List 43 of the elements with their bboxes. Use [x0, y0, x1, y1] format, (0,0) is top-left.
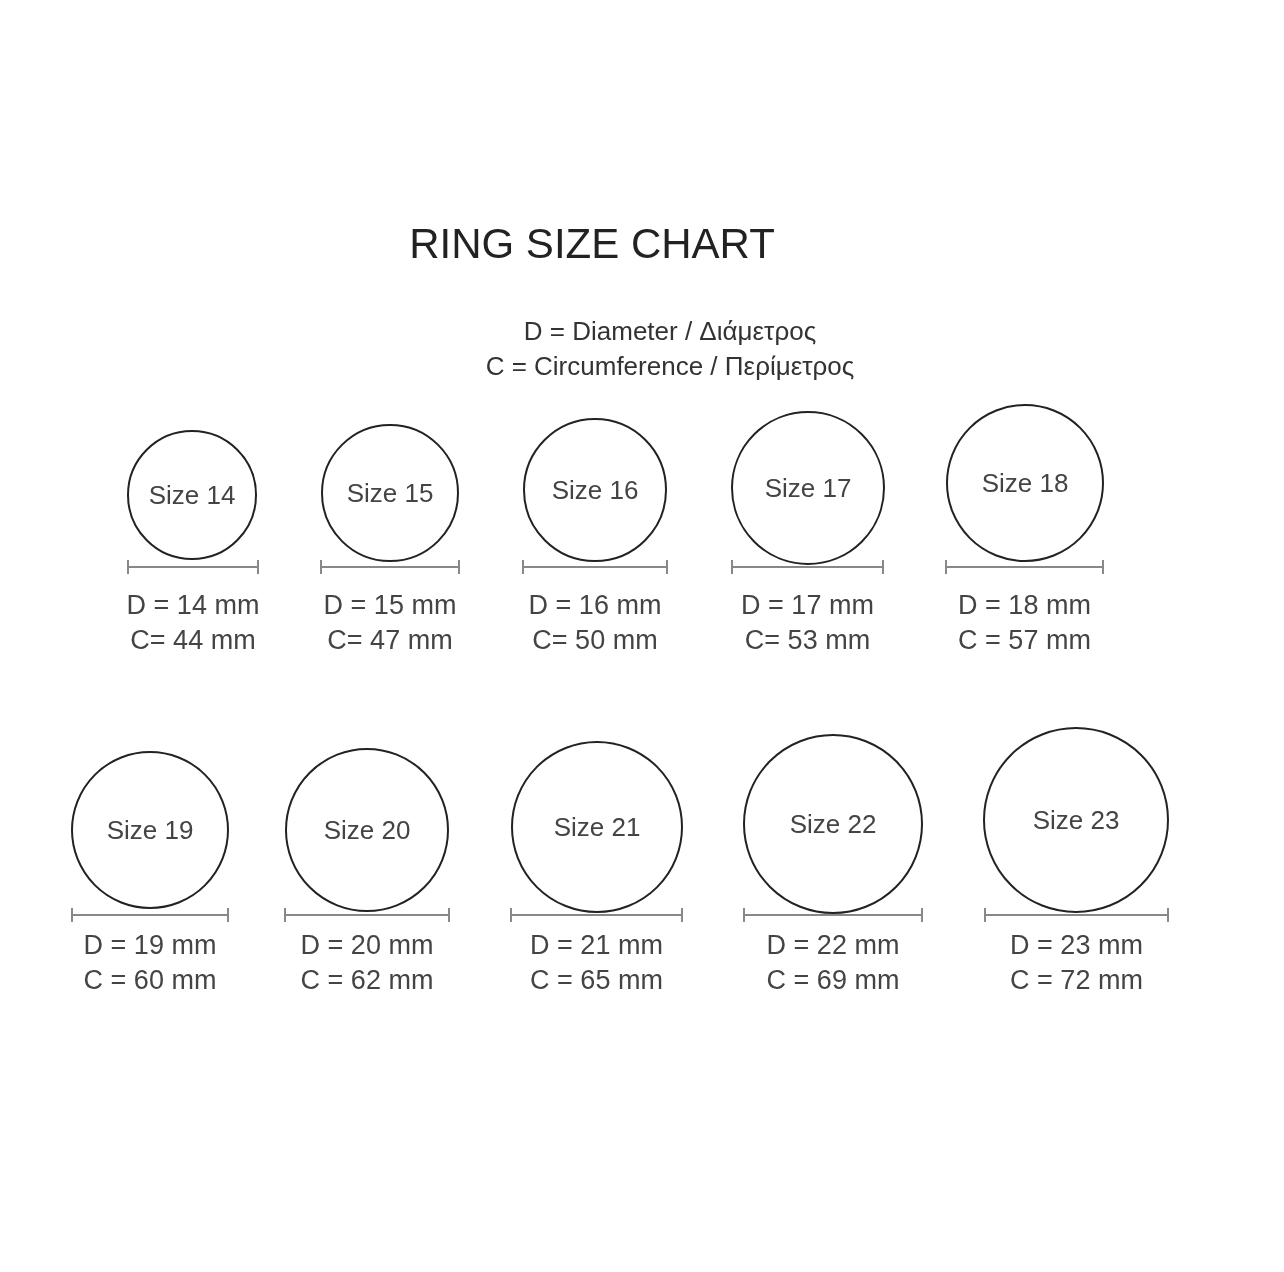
- size-label: Size 17: [764, 472, 852, 504]
- measurement-text: D = 16 mm: [528, 590, 662, 621]
- measurement-text: D = 17 mm: [741, 590, 874, 621]
- size-label: Size 15: [346, 477, 434, 509]
- size-label: Size 20: [323, 814, 411, 846]
- ring-circle: [731, 411, 885, 565]
- size-label: Size 22: [789, 808, 877, 840]
- measurement-text: C = 65 mm: [530, 965, 663, 996]
- size-label: Size 19: [106, 814, 194, 846]
- chart-title: RING SIZE CHART: [408, 220, 776, 268]
- size-label: Size 16: [551, 474, 639, 506]
- measurement-text: D = 20 mm: [300, 930, 434, 961]
- ring-circle: [285, 748, 449, 912]
- measurement-text: D = 15 mm: [323, 590, 457, 621]
- measurement-text: D = 21 mm: [530, 930, 663, 961]
- size-label: Size 21: [553, 811, 641, 843]
- measurement-text: D = 22 mm: [766, 930, 900, 961]
- measurement-text: C = 60 mm: [83, 965, 217, 996]
- ring-circle: [983, 727, 1169, 913]
- measurement-text: C = 62 mm: [300, 965, 434, 996]
- ring-circle: [71, 751, 229, 909]
- size-label: Size 18: [981, 467, 1069, 499]
- ring-circle: [321, 424, 459, 562]
- measurement-text: C= 50 mm: [532, 625, 658, 656]
- measurement-text: C= 53 mm: [744, 625, 871, 656]
- legend-note: D = Diameter / Διάμετρος: [522, 316, 818, 347]
- measurement-text: D = 19 mm: [83, 930, 217, 961]
- measurement-text: D = 14 mm: [126, 590, 260, 621]
- measurement-text: C = 57 mm: [958, 625, 1091, 656]
- measurement-text: D = 18 mm: [958, 590, 1091, 621]
- measurement-text: C = 69 mm: [766, 965, 900, 996]
- ring-circle: [743, 734, 923, 914]
- ring-circle: [946, 404, 1104, 562]
- measurement-text: C= 44 mm: [130, 625, 256, 656]
- size-label: Size 23: [1032, 804, 1120, 836]
- ring-circle: [511, 741, 683, 913]
- ring-circle: [127, 430, 257, 560]
- measurement-text: D = 23 mm: [1010, 930, 1143, 961]
- size-label: Size 14: [148, 479, 236, 511]
- measurement-text: C = 72 mm: [1010, 965, 1143, 996]
- legend-note: C = Circumference / Περίμετρος: [484, 351, 856, 382]
- ring-circle: [523, 418, 667, 562]
- measurement-text: C= 47 mm: [327, 625, 453, 656]
